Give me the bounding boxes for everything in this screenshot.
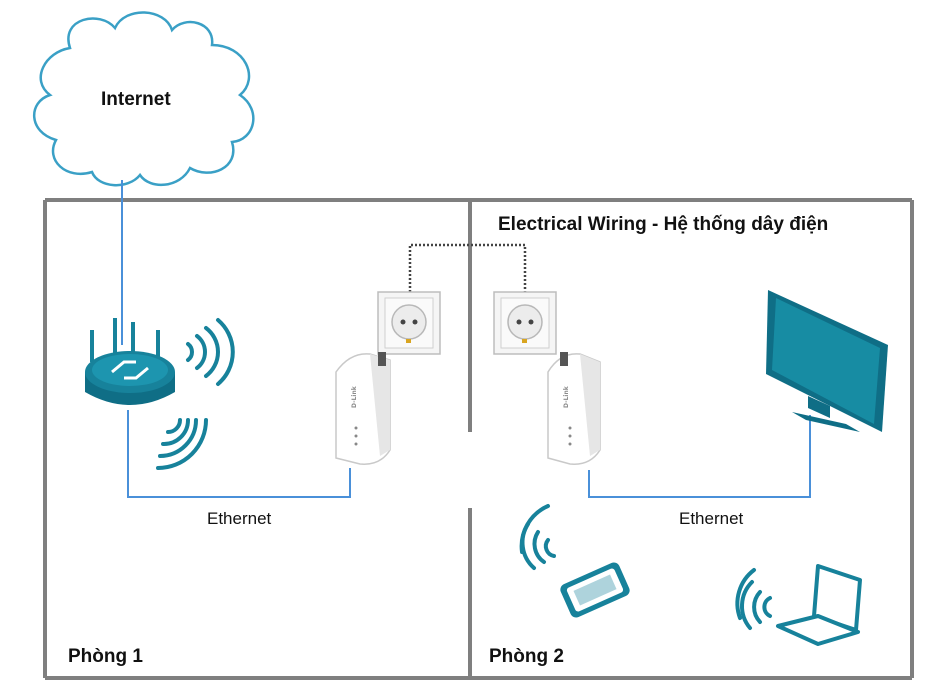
wifi-signal-icon (735, 568, 772, 630)
power-outlet-icon (377, 291, 441, 355)
room1-label: Phòng 1 (68, 646, 143, 667)
ethernet-cable-room2 (588, 415, 811, 498)
power-outlet-icon (493, 291, 557, 355)
laptop-icon (776, 564, 862, 646)
powerline-adapter-icon: D-Link (547, 352, 601, 465)
building-walls (43, 198, 914, 680)
powerline-adapter-icon: D-Link (335, 352, 391, 465)
electrical-wiring-label: Electrical Wiring - Hệ thống dây điện (498, 214, 829, 235)
room2-label: Phòng 2 (489, 646, 564, 667)
tablet-icon (560, 562, 630, 618)
electrical-wiring-line (408, 243, 527, 292)
ethernet-label-room2: Ethernet (679, 509, 744, 528)
wifi-signal-icon (519, 504, 556, 570)
internet-label: Internet (101, 89, 171, 110)
ethernet-cable-room1 (127, 410, 351, 498)
monitor-icon (766, 290, 888, 432)
wifi-signal-icon (156, 318, 235, 470)
adapter-brand-label: D-Link (563, 385, 570, 408)
internet-cloud-icon (33, 11, 255, 187)
adapter-brand-label: D-Link (351, 385, 358, 408)
wireless-router-icon (85, 318, 175, 405)
ethernet-label-room1: Ethernet (207, 509, 272, 528)
network-cables (121, 180, 811, 498)
